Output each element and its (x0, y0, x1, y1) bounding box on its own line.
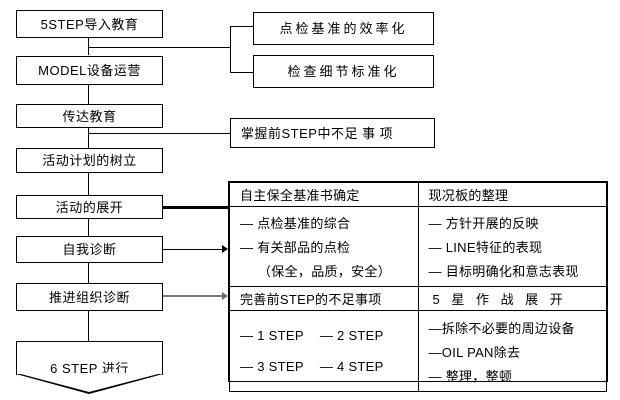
flow-box-label: 传达教育 (62, 108, 117, 124)
detail-table: 自主保全基准书确定 现况板的整理 — 点检基准的综合 — 有关部品的点检 （保全… (228, 181, 608, 392)
table-header-text: 完善前STEP的不足事项 (240, 292, 382, 307)
list-item-text: — 2 STEP (319, 328, 384, 343)
table-cell-body-improve-gaps[interactable]: — 1 STEP — 2 STEP — 3 STEP — 4 STEP (229, 310, 419, 392)
flow-box-5step-education[interactable]: 5STEP导入教育 (16, 10, 163, 38)
branch-box-inspection-standardization[interactable]: 检查细节标准化 (253, 55, 434, 88)
connector-step7-step8 (88, 310, 89, 341)
table-cell-header-status-board[interactable]: 现况板的整理 (417, 182, 607, 207)
connector-activity-to-table (163, 206, 229, 209)
arrowhead-selfdiag (222, 245, 228, 253)
branch-box-label: 点检基准的效率化 (279, 21, 408, 36)
flow-box-org-diagnosis[interactable]: 推进组织诊断 (16, 283, 163, 311)
connector-step5-step6 (88, 218, 89, 236)
table-header-text: 现况板的整理 (428, 188, 509, 203)
table-cell-body-status-board[interactable]: — 方针开展的反映 — LINE特征的表现 — 目标明确化和意志表现 (417, 206, 607, 287)
flow-box-label: 活动的展开 (55, 199, 124, 215)
connector-branch-top (230, 26, 254, 27)
table-cell-list: —拆除不必要的周边设备 —OIL PAN除去 — 整理，整顿 (419, 311, 607, 391)
list-item-text: — 3 STEP (240, 359, 304, 374)
table-cell-body-autonomous[interactable]: — 点检基准的综合 — 有关部品的点检 （保全，品质，安全） (229, 206, 419, 287)
branch-box-label: 掌握前STEP中不足 事 项 (241, 125, 394, 141)
connector-selfdiag-to-table (163, 249, 223, 250)
list-item: — 有关部品的点检 (240, 239, 351, 255)
connector-step6-step7 (88, 262, 89, 283)
flow-box-activity-plan[interactable]: 活动计划的树立 (16, 148, 163, 173)
flow-box-activity-deployment[interactable]: 活动的展开 (16, 195, 163, 219)
branch-box-previous-step-gaps[interactable]: 掌握前STEP中不足 事 项 (230, 118, 435, 148)
list-item: — 目标明确化和意志表现 (428, 263, 579, 279)
flow-terminator-label: 6 STEP 进行 (50, 361, 129, 376)
connector-branch-bottom (230, 72, 254, 73)
flow-box-self-diagnosis[interactable]: 自我诊断 (16, 236, 163, 263)
flow-box-label: MODEL设备运营 (38, 63, 141, 78)
table-cell-header-five-star[interactable]: 5 星 作 战 展 开 (417, 286, 607, 311)
table-cell-body-five-star[interactable]: —拆除不必要的周边设备 —OIL PAN除去 — 整理，整顿 (417, 310, 607, 392)
table-header-text: 5 星 作 战 展 开 (432, 292, 567, 307)
table-cell-list: — 方针开展的反映 — LINE特征的表现 — 目标明确化和意志表现 (419, 207, 607, 286)
table-cell-header-autonomous[interactable]: 自主保全基准书确定 (229, 182, 419, 207)
list-item: — 3 STEP — 4 STEP (236, 358, 418, 375)
connector-step1-step2 (88, 38, 89, 55)
list-item: —拆除不必要的周边设备 (428, 320, 575, 336)
flow-box-label: 自我诊断 (62, 242, 117, 257)
table-row-header-1: 自主保全基准书确定 现况板的整理 (229, 182, 607, 207)
list-item: — 整理，整顿 (428, 368, 513, 384)
connector-step4-step5 (88, 172, 89, 195)
flow-box-label: 活动计划的树立 (42, 153, 137, 168)
list-item-text: — 4 STEP (319, 359, 384, 374)
connector-branch-trunk (88, 47, 231, 48)
connector-step3-step4 (88, 128, 89, 148)
connector-orgdiag-to-table (163, 295, 223, 297)
connector-branch-spine (230, 26, 231, 73)
table-cell-list: — 点检基准的综合 — 有关部品的点检 （保全，品质，安全） (230, 207, 418, 286)
flow-box-model-equipment-operation[interactable]: MODEL设备运营 (16, 56, 163, 85)
list-item: — 1 STEP — 2 STEP (236, 327, 418, 344)
table-cell-header-improve-gaps[interactable]: 完善前STEP的不足事项 (229, 286, 419, 311)
table-header-text: 自主保全基准书确定 (240, 188, 360, 203)
flow-box-transfer-education[interactable]: 传达教育 (16, 104, 163, 128)
list-item: — LINE特征的表现 (428, 239, 543, 255)
arrowhead-orgdiag (222, 292, 228, 300)
list-item: —OIL PAN除去 (428, 344, 521, 360)
list-item: — 点检基准的综合 (240, 216, 351, 232)
flow-box-label: 推进组织诊断 (48, 289, 130, 305)
branch-box-inspection-efficiency[interactable]: 点检基准的效率化 (253, 12, 434, 45)
table-cell-list: — 1 STEP — 2 STEP — 3 STEP — 4 STEP (230, 311, 418, 391)
pentagon-tip-outline (16, 374, 163, 394)
list-item-text: — 1 STEP (240, 328, 304, 343)
list-item: — 方针开展的反映 (428, 216, 539, 232)
branch-box-label: 检查细节标准化 (287, 64, 400, 79)
table-row-header-2: 完善前STEP的不足事项 5 星 作 战 展 开 (229, 286, 607, 311)
table-row-body-1: — 点检基准的综合 — 有关部品的点检 （保全，品质，安全） — 方针开展的反映… (229, 206, 607, 287)
connector-to-gap-box (88, 133, 231, 134)
table-row-body-2: — 1 STEP — 2 STEP — 3 STEP — 4 STEP —拆除不… (229, 310, 607, 392)
flow-box-label: 5STEP导入教育 (40, 16, 139, 32)
list-item: （保全，品质，安全） (258, 263, 392, 279)
connector-step2-step3 (88, 85, 89, 104)
flow-terminator-6step[interactable]: 6 STEP 进行 (16, 341, 163, 376)
